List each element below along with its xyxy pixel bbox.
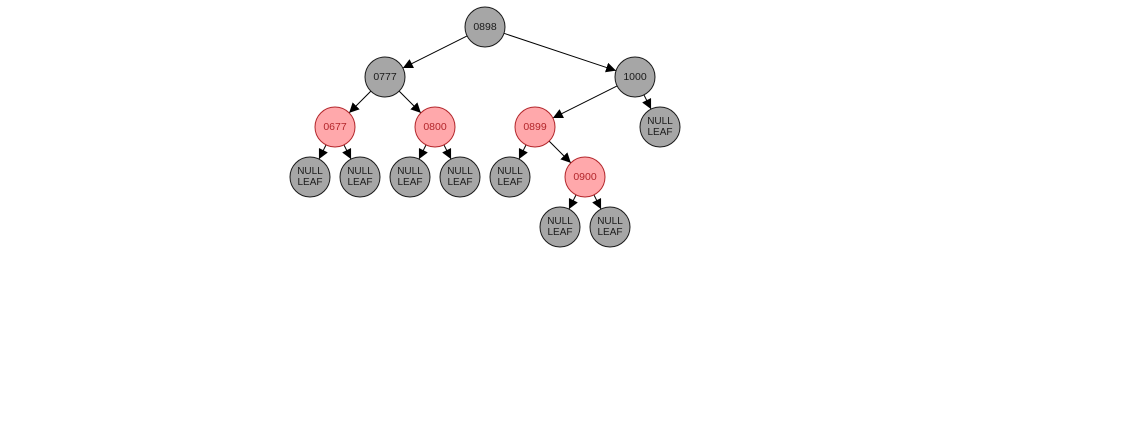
null-leaf-circle xyxy=(439,156,481,198)
edge-n0800-to-leaf-0800-r xyxy=(442,144,452,160)
edge-n0900-to-leaf-0900-l xyxy=(568,194,578,210)
node-key-label: 0899 xyxy=(523,121,547,133)
edge-n0900-to-leaf-0900-r xyxy=(592,194,602,210)
leaf-null-text: NULL xyxy=(547,216,573,227)
tree-node-0677: 0677 xyxy=(314,106,356,148)
null-leaf-circle xyxy=(539,206,581,248)
leaf-null-text: NULL xyxy=(347,166,373,177)
edge-n1000-to-n0899 xyxy=(552,85,618,119)
edge-n0898-to-n0777 xyxy=(402,35,468,69)
tree-node-0777: 0777 xyxy=(364,56,406,98)
node-key-label: 0777 xyxy=(373,71,397,83)
edge-n0899-to-leaf-0899-l xyxy=(518,144,528,160)
leaf-leaf-text: LEAF xyxy=(297,177,322,188)
edge-n0777-to-n0800 xyxy=(398,90,422,114)
edge-n1000-to-leaf-1000-r xyxy=(642,94,652,110)
edge-n0677-to-leaf-0677-l xyxy=(318,144,328,160)
edge-n0777-to-n0677 xyxy=(348,90,372,114)
leaf-null-text: NULL xyxy=(397,166,423,177)
red-node-circle xyxy=(564,156,606,198)
node-key-label: 0677 xyxy=(323,121,347,133)
node-key-label: 0800 xyxy=(423,121,447,133)
tree-node-0899: 0899 xyxy=(514,106,556,148)
leaf-leaf-text: LEAF xyxy=(347,177,372,188)
leaf-null-text: NULL xyxy=(497,166,523,177)
edge-n0800-to-leaf-0800-l xyxy=(418,144,428,160)
black-node-circle xyxy=(364,56,406,98)
leaf-null-text: NULL xyxy=(447,166,473,177)
tree-node-0900: 0900 xyxy=(564,156,606,198)
edge-n0677-to-leaf-0677-r xyxy=(342,144,352,160)
leaf-leaf-text: LEAF xyxy=(547,227,572,238)
null-leaf-circle xyxy=(639,106,681,148)
leaf-null-text: NULL xyxy=(647,116,673,127)
edge-n0898-to-n1000 xyxy=(503,32,617,73)
leaf-leaf-text: LEAF xyxy=(397,177,422,188)
null-leaf-circle xyxy=(289,156,331,198)
red-node-circle xyxy=(514,106,556,148)
red-node-circle xyxy=(414,106,456,148)
black-node-circle xyxy=(464,6,506,48)
null-leaf-circle xyxy=(489,156,531,198)
leaf-leaf-text: LEAF xyxy=(447,177,472,188)
tree-node-0800: 0800 xyxy=(414,106,456,148)
node-key-label: 0900 xyxy=(573,171,597,183)
tree-node-1000: 1000 xyxy=(614,56,656,98)
leaf-null-text: NULL xyxy=(297,166,323,177)
leaf-leaf-text: LEAF xyxy=(497,177,522,188)
tree-node-0898: 0898 xyxy=(464,6,506,48)
node-key-label: 1000 xyxy=(623,71,647,83)
black-node-circle xyxy=(614,56,656,98)
edges-layer xyxy=(318,32,652,210)
null-leaf-circle xyxy=(389,156,431,198)
null-leaf-circle xyxy=(339,156,381,198)
red-node-circle xyxy=(314,106,356,148)
edge-n0899-to-n0900 xyxy=(548,140,572,164)
leaf-null-text: NULL xyxy=(597,216,623,227)
null-leaf-circle xyxy=(589,206,631,248)
leaf-leaf-text: LEAF xyxy=(597,227,622,238)
leaf-leaf-text: LEAF xyxy=(647,127,672,138)
node-key-label: 0898 xyxy=(473,21,497,33)
